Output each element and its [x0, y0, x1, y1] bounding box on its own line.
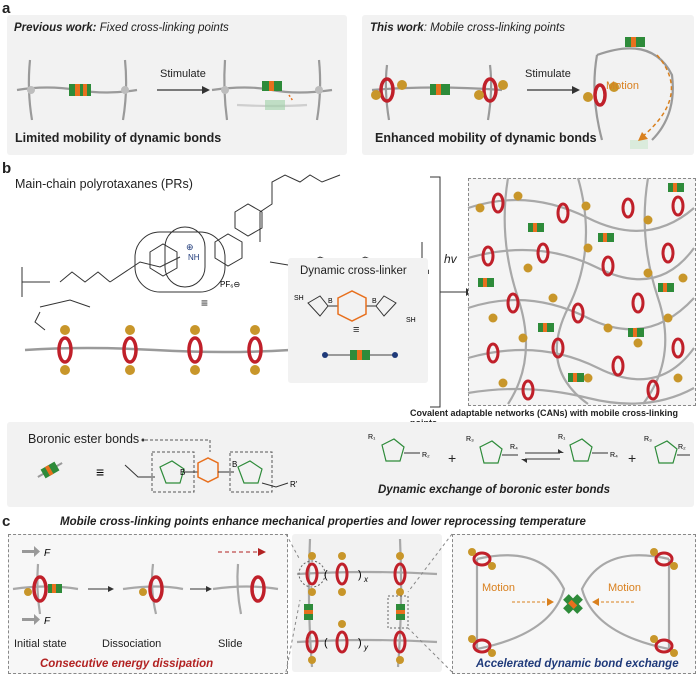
boron-b1: B — [180, 468, 185, 477]
equiv-boronic: ≡ — [96, 464, 104, 480]
energy-box — [8, 534, 288, 674]
r4-b: R₄ — [610, 452, 618, 459]
pf6-label: PF₆⊖ — [220, 280, 240, 289]
motion-label: Motion — [606, 80, 640, 92]
center-network-graphic: ( ) x ( ) y — [296, 538, 438, 668]
sh-left: SH — [294, 295, 304, 302]
boronic-title: Boronic ester bonds — [28, 432, 140, 446]
r3-a: R₃ — [466, 436, 474, 443]
paren-left-1: ( — [324, 569, 328, 581]
slide-label: Slide — [218, 638, 243, 650]
this-work-rest: : Mobile cross-linking points — [423, 22, 565, 34]
boron-b2: B — [232, 460, 237, 469]
reaction-bracket — [430, 176, 472, 408]
exchange-caption: Dynamic exchange of boronic ester bonds — [378, 484, 610, 496]
initial-state-label: Initial state — [14, 638, 67, 650]
hv-label: hv — [444, 252, 457, 266]
enhanced-mobility-label: Enhanced mobility of dynamic bonds — [375, 131, 597, 145]
pr-bead-chain — [24, 325, 291, 375]
paren-left-2: ( — [324, 637, 328, 649]
dissociation-label: Dissociation — [102, 638, 162, 650]
plus-exchange-2: + — [628, 450, 637, 466]
nh-label: NH — [188, 253, 200, 262]
panel-c-title: Mobile cross-linking points enhance mech… — [60, 516, 586, 528]
r2-a: R₂ — [422, 452, 430, 459]
previous-work-heading: Previous work: Fixed cross-linking point… — [14, 22, 229, 34]
panel-b-label: b — [2, 160, 12, 177]
bond-exchange-graphic — [468, 548, 678, 657]
force-top: F — [44, 548, 51, 559]
crosslinker-icon — [322, 350, 398, 360]
panel-a-right-graphic — [371, 37, 674, 149]
panel-a-left — [7, 15, 347, 155]
sh-right: SH — [406, 317, 416, 324]
boronic-panel — [7, 422, 694, 507]
sub-y: y — [363, 643, 369, 652]
boronic-structure: ≡ B B R' — [37, 438, 298, 493]
sub-x: x — [363, 575, 369, 584]
force-bottom: F — [44, 616, 51, 627]
this-work-bold: This work — [370, 22, 424, 34]
r3-b: R₃ — [644, 436, 652, 443]
r2-b: R₂ — [678, 444, 686, 451]
r4-a: R₄ — [510, 444, 518, 451]
consecutive-label: Consecutive energy dissipation — [40, 658, 214, 670]
energy-dissipation-graphic: F F — [12, 546, 279, 627]
stimulate-right-label: Stimulate — [525, 68, 571, 80]
exchange-structures: R₁ R₂ R₃ R₄ R₁ R₄ R₃ R₂ — [368, 434, 690, 464]
crosslinker-title: Dynamic cross-linker — [300, 265, 407, 277]
pr-title: Main-chain polyrotaxanes (PRs) — [15, 177, 193, 191]
panel-a-left-graphic — [16, 59, 333, 121]
paren-right-1: ) — [358, 569, 362, 581]
this-work-heading: This work: Mobile cross-linking points — [370, 22, 565, 34]
previous-work-rest: Fixed cross-linking points — [99, 22, 229, 34]
can-network-graphic — [467, 177, 695, 405]
r1-b: R₁ — [558, 434, 566, 441]
motion-left-label: Motion — [482, 582, 516, 594]
boron-right: B — [372, 298, 377, 305]
plus-charge: ⊕ — [186, 242, 194, 252]
paren-right-2: ) — [358, 637, 362, 649]
connector-lines — [285, 533, 453, 673]
r1-a: R₁ — [368, 434, 376, 441]
limited-mobility-label: Limited mobility of dynamic bonds — [15, 131, 222, 145]
plus-exchange-1: + — [448, 450, 457, 466]
motion-right-label: Motion — [608, 582, 642, 594]
previous-work-bold: Previous work: — [14, 22, 97, 34]
equiv-symbol-cl: ≡ — [353, 324, 360, 336]
crosslinker-box — [288, 258, 428, 383]
panel-c-label: c — [2, 513, 11, 530]
equiv-symbol-pr: ≡ — [201, 296, 209, 310]
stimulate-left-label: Stimulate — [160, 68, 206, 80]
boron-left: B — [328, 298, 333, 305]
r-prime: R' — [290, 480, 298, 489]
accelerated-label: Accelerated dynamic bond exchange — [476, 658, 679, 670]
crosslinker-structure: SH SH B B — [294, 290, 416, 324]
panel-a-label: a — [2, 0, 11, 17]
